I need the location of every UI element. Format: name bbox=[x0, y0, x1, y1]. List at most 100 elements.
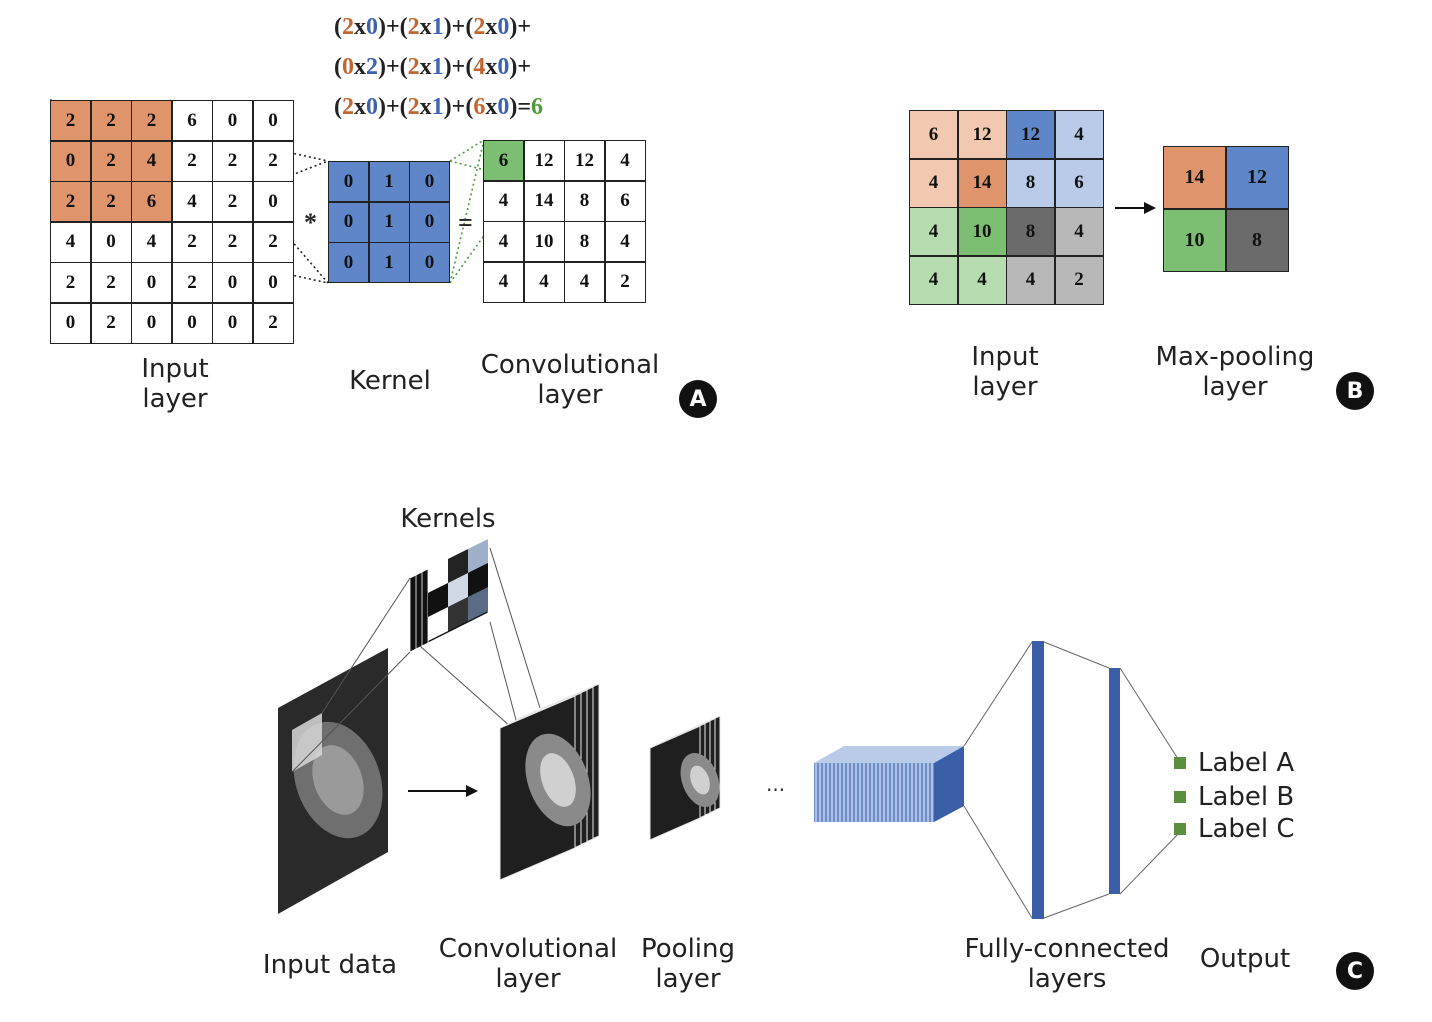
input-cell: 4 bbox=[172, 182, 212, 221]
input-cell: 4 bbox=[51, 222, 90, 262]
panel-c-badge: C bbox=[1336, 952, 1374, 990]
formula-token: 1 bbox=[431, 14, 444, 40]
input-cell: 2 bbox=[213, 222, 252, 262]
input-cell: 0 bbox=[51, 141, 90, 181]
formula-token: 2 bbox=[407, 54, 420, 80]
kernel-cell-shape bbox=[468, 539, 488, 573]
kernel-connector bbox=[321, 577, 411, 714]
formula-token: x bbox=[485, 14, 498, 40]
pool-brain-inner bbox=[690, 765, 710, 795]
kernel-cell-shape bbox=[428, 607, 448, 641]
ellipsis: ... bbox=[766, 772, 786, 796]
formula-line: (2x0)+(2x1)+(2x0)+ bbox=[334, 14, 543, 54]
pool-input-cell: 12 bbox=[1007, 111, 1054, 158]
conv-cell: 4 bbox=[565, 262, 604, 302]
output-label-a: Label A bbox=[1174, 748, 1294, 778]
output-marker-icon bbox=[1174, 791, 1186, 803]
input-cell: 2 bbox=[132, 101, 171, 140]
pool-input-cell: 4 bbox=[1055, 208, 1103, 255]
formula-token: 1 bbox=[431, 94, 444, 120]
convolutional-layer-label: Convolutional layer bbox=[480, 350, 660, 410]
kernel-cell: 0 bbox=[329, 162, 368, 201]
kernel-cell-shape bbox=[468, 587, 488, 621]
conv-brain-inner bbox=[540, 753, 576, 807]
conv-cell: 14 bbox=[524, 181, 564, 221]
formula-token: 0 bbox=[366, 94, 378, 120]
input-cell: 2 bbox=[172, 141, 212, 181]
formula-token: )+( bbox=[378, 94, 408, 120]
kernel-cell-shape bbox=[428, 559, 448, 593]
kernel-cell: 0 bbox=[410, 162, 449, 201]
flatten-top bbox=[814, 746, 964, 763]
kernel-cell-shape bbox=[468, 563, 488, 597]
conv-cell: 4 bbox=[524, 262, 564, 302]
conv-cell: 12 bbox=[524, 141, 564, 180]
green-dotted-connector bbox=[449, 139, 485, 162]
input-cell: 2 bbox=[213, 141, 252, 181]
input-cell: 0 bbox=[172, 303, 212, 343]
pool-input-cell: 4 bbox=[910, 159, 957, 207]
fc-connector bbox=[1043, 893, 1110, 919]
formula-token: 1 bbox=[431, 54, 444, 80]
formula-token: 2 bbox=[342, 14, 354, 40]
kernel-connector bbox=[489, 547, 541, 709]
pool-input-cell: 6 bbox=[910, 111, 957, 158]
receptive-field bbox=[292, 713, 322, 772]
flatten-front bbox=[814, 763, 934, 822]
pooling-layer-label: Pooling layer bbox=[641, 934, 735, 994]
formula-token: )+( bbox=[378, 14, 408, 40]
conv-cell: 4 bbox=[484, 222, 523, 261]
formula-token: 6 bbox=[531, 94, 544, 120]
conv-cell: 12 bbox=[565, 141, 604, 180]
kernel-connector bbox=[419, 645, 521, 736]
formula-token: x bbox=[354, 54, 366, 80]
pool-input-cell: 8 bbox=[1007, 159, 1054, 207]
formula-token: ( bbox=[334, 54, 342, 80]
kernel-connector bbox=[291, 651, 411, 773]
formula-token: 0 bbox=[497, 54, 510, 80]
input-cell: 0 bbox=[91, 222, 131, 262]
input-cell: 2 bbox=[172, 263, 212, 302]
formula-line: (0x2)+(2x1)+(4x0)+ bbox=[334, 54, 543, 94]
pool-input-cell: 14 bbox=[958, 159, 1006, 207]
kernel-connector bbox=[489, 621, 521, 736]
output-label: Output bbox=[1199, 944, 1291, 974]
input-cell: 2 bbox=[253, 141, 293, 181]
kernel-cell: 1 bbox=[369, 202, 409, 242]
formula-token: 6 bbox=[473, 94, 486, 120]
conv-cell: 6 bbox=[605, 181, 645, 221]
pool-feature-map bbox=[649, 725, 701, 841]
pool-input-cell: 4 bbox=[1007, 256, 1054, 304]
convolutional-layer-c-label: Convolutional layer bbox=[438, 934, 618, 994]
output-label-c: Label C bbox=[1174, 814, 1295, 844]
output-marker-icon bbox=[1174, 757, 1186, 769]
input-data-label: Input data bbox=[262, 950, 398, 980]
panel-a-badge: A bbox=[679, 380, 717, 418]
formula-token: x bbox=[419, 54, 432, 80]
input-cell: 2 bbox=[51, 263, 90, 302]
pool-input-cell: 4 bbox=[1055, 111, 1103, 158]
input-cell: 2 bbox=[51, 182, 90, 221]
flow-arrow-head-icon bbox=[466, 785, 478, 797]
pool-input-cell: 6 bbox=[1055, 159, 1103, 207]
kernel-cell: 0 bbox=[410, 243, 449, 282]
pool-input-cell: 8 bbox=[1007, 208, 1054, 255]
formula-token: 4 bbox=[473, 54, 486, 80]
pool-output-cell: 14 bbox=[1164, 147, 1225, 208]
pooling-input-layer-label: Input layer bbox=[971, 342, 1039, 402]
pool-input-cell: 4 bbox=[910, 208, 957, 255]
input-cell: 2 bbox=[51, 101, 90, 140]
formula-token: )+ bbox=[509, 54, 532, 80]
input-cell: 0 bbox=[213, 303, 252, 343]
formula-token: 2 bbox=[473, 14, 486, 40]
input-cell: 2 bbox=[91, 263, 131, 302]
pool-output-cell: 8 bbox=[1226, 209, 1288, 271]
pool-input-cell: 2 bbox=[1055, 256, 1103, 304]
formula-token: 0 bbox=[366, 14, 378, 40]
conv-cell: 2 bbox=[605, 262, 645, 302]
formula-token: 2 bbox=[342, 94, 354, 120]
multiply-sign: * bbox=[304, 208, 317, 237]
conv-cell: 4 bbox=[605, 222, 645, 261]
